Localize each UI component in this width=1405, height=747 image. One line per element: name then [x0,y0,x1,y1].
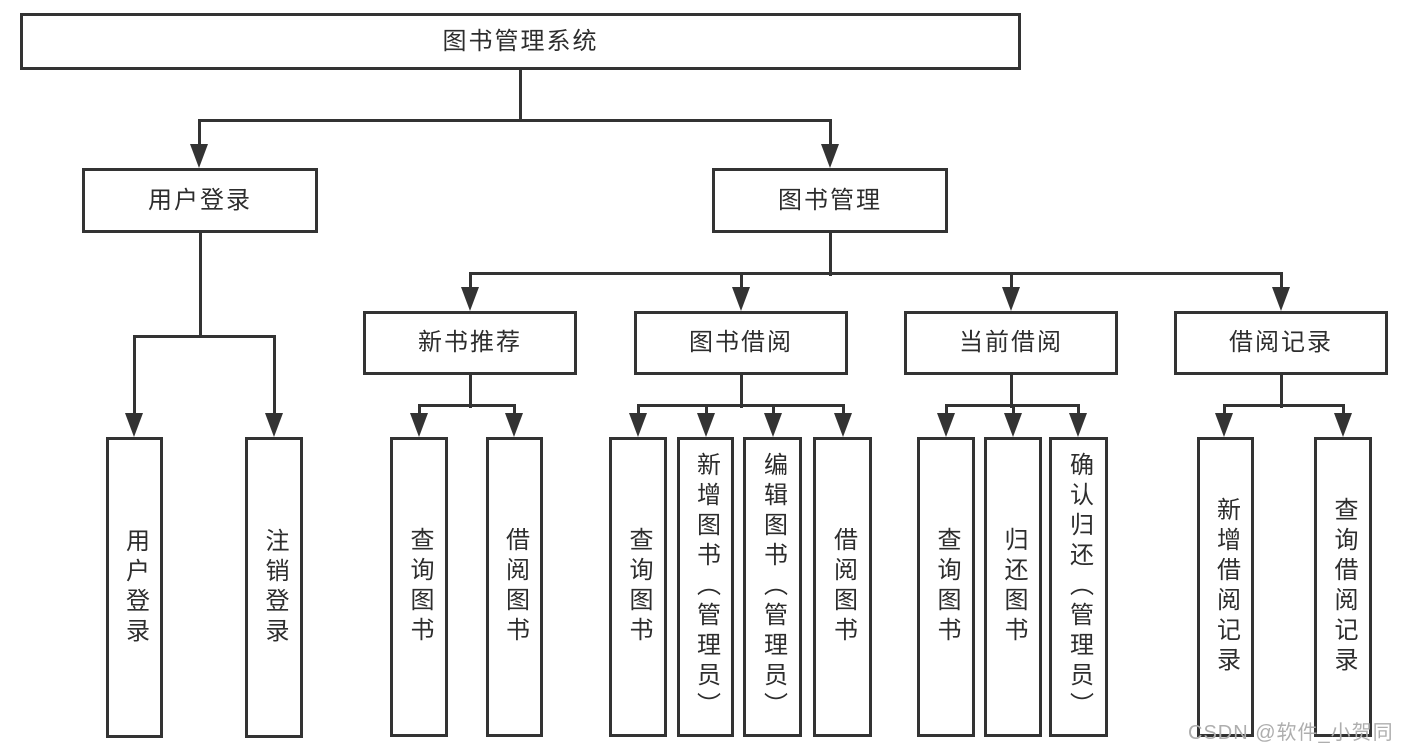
connector-arrow-down [1004,413,1022,437]
connector-vline [1280,375,1283,408]
leaf-edit-book-admin: 编辑图书（管理员） [743,437,802,737]
connector-arrow-down [1069,413,1087,437]
connector-hline [198,119,832,122]
leaf-borrow-books-recommend: 借阅图书 [486,437,543,737]
connector-vline [199,233,202,338]
connector-hline [469,272,1283,275]
node-user-login: 用户登录 [82,168,318,233]
watermark: CSDN @软件_小贺同学 [1188,722,1394,744]
connector-arrow-down [461,287,479,311]
connector-arrow-down [1334,413,1352,437]
leaf-confirm-return-admin: 确认归还（管理员） [1049,437,1108,737]
leaf-query-books-recommend: 查询图书 [390,437,448,737]
node-book-borrowing: 图书借阅 [634,311,848,375]
connector-vline [273,336,276,421]
connector-hline [637,404,845,407]
connector-vline [1280,273,1283,297]
connector-arrow-down [697,413,715,437]
connector-arrow-down [937,413,955,437]
connector-vline [740,273,743,297]
connector-vline [829,120,832,152]
connector-arrow-down [821,144,839,168]
node-library-system: 图书管理系统 [20,13,1021,70]
connector-arrow-down [629,413,647,437]
connector-vline [198,120,201,152]
connector-arrow-down [1215,413,1233,437]
connector-hline [1223,404,1345,407]
leaf-query-borrow-record: 查询借阅记录 [1314,437,1372,737]
connector-arrow-down [265,413,283,437]
leaf-return-books: 归还图书 [984,437,1042,737]
connector-arrow-down [732,287,750,311]
connector-vline [740,375,743,408]
connector-arrow-down [764,413,782,437]
leaf-query-books-current: 查询图书 [917,437,975,737]
connector-vline [469,273,472,297]
leaf-user-login: 用户登录 [106,437,163,738]
connector-arrow-down [125,413,143,437]
node-borrowing-records: 借阅记录 [1174,311,1388,375]
leaf-logout: 注销登录 [245,437,303,738]
connector-vline [1010,375,1013,408]
connector-arrow-down [505,413,523,437]
leaf-borrow-books: 借阅图书 [813,437,872,737]
leaf-query-books-borrowing: 查询图书 [609,437,667,737]
connector-arrow-down [834,413,852,437]
leaf-add-book-admin: 新增图书（管理员） [677,437,734,737]
connector-arrow-down [1272,287,1290,311]
connector-vline [1010,273,1013,297]
connector-arrow-down [1002,287,1020,311]
connector-hline [133,335,276,338]
connector-vline [469,375,472,408]
connector-vline [519,70,522,122]
node-new-book-recommend: 新书推荐 [363,311,577,375]
connector-arrow-down [190,144,208,168]
connector-hline [418,404,516,407]
connector-vline [133,336,136,421]
node-book-management: 图书管理 [712,168,948,233]
leaf-add-borrow-record: 新增借阅记录 [1197,437,1254,737]
connector-hline [945,404,1080,407]
node-current-borrowing: 当前借阅 [904,311,1118,375]
connector-arrow-down [410,413,428,437]
connector-vline [829,233,832,276]
